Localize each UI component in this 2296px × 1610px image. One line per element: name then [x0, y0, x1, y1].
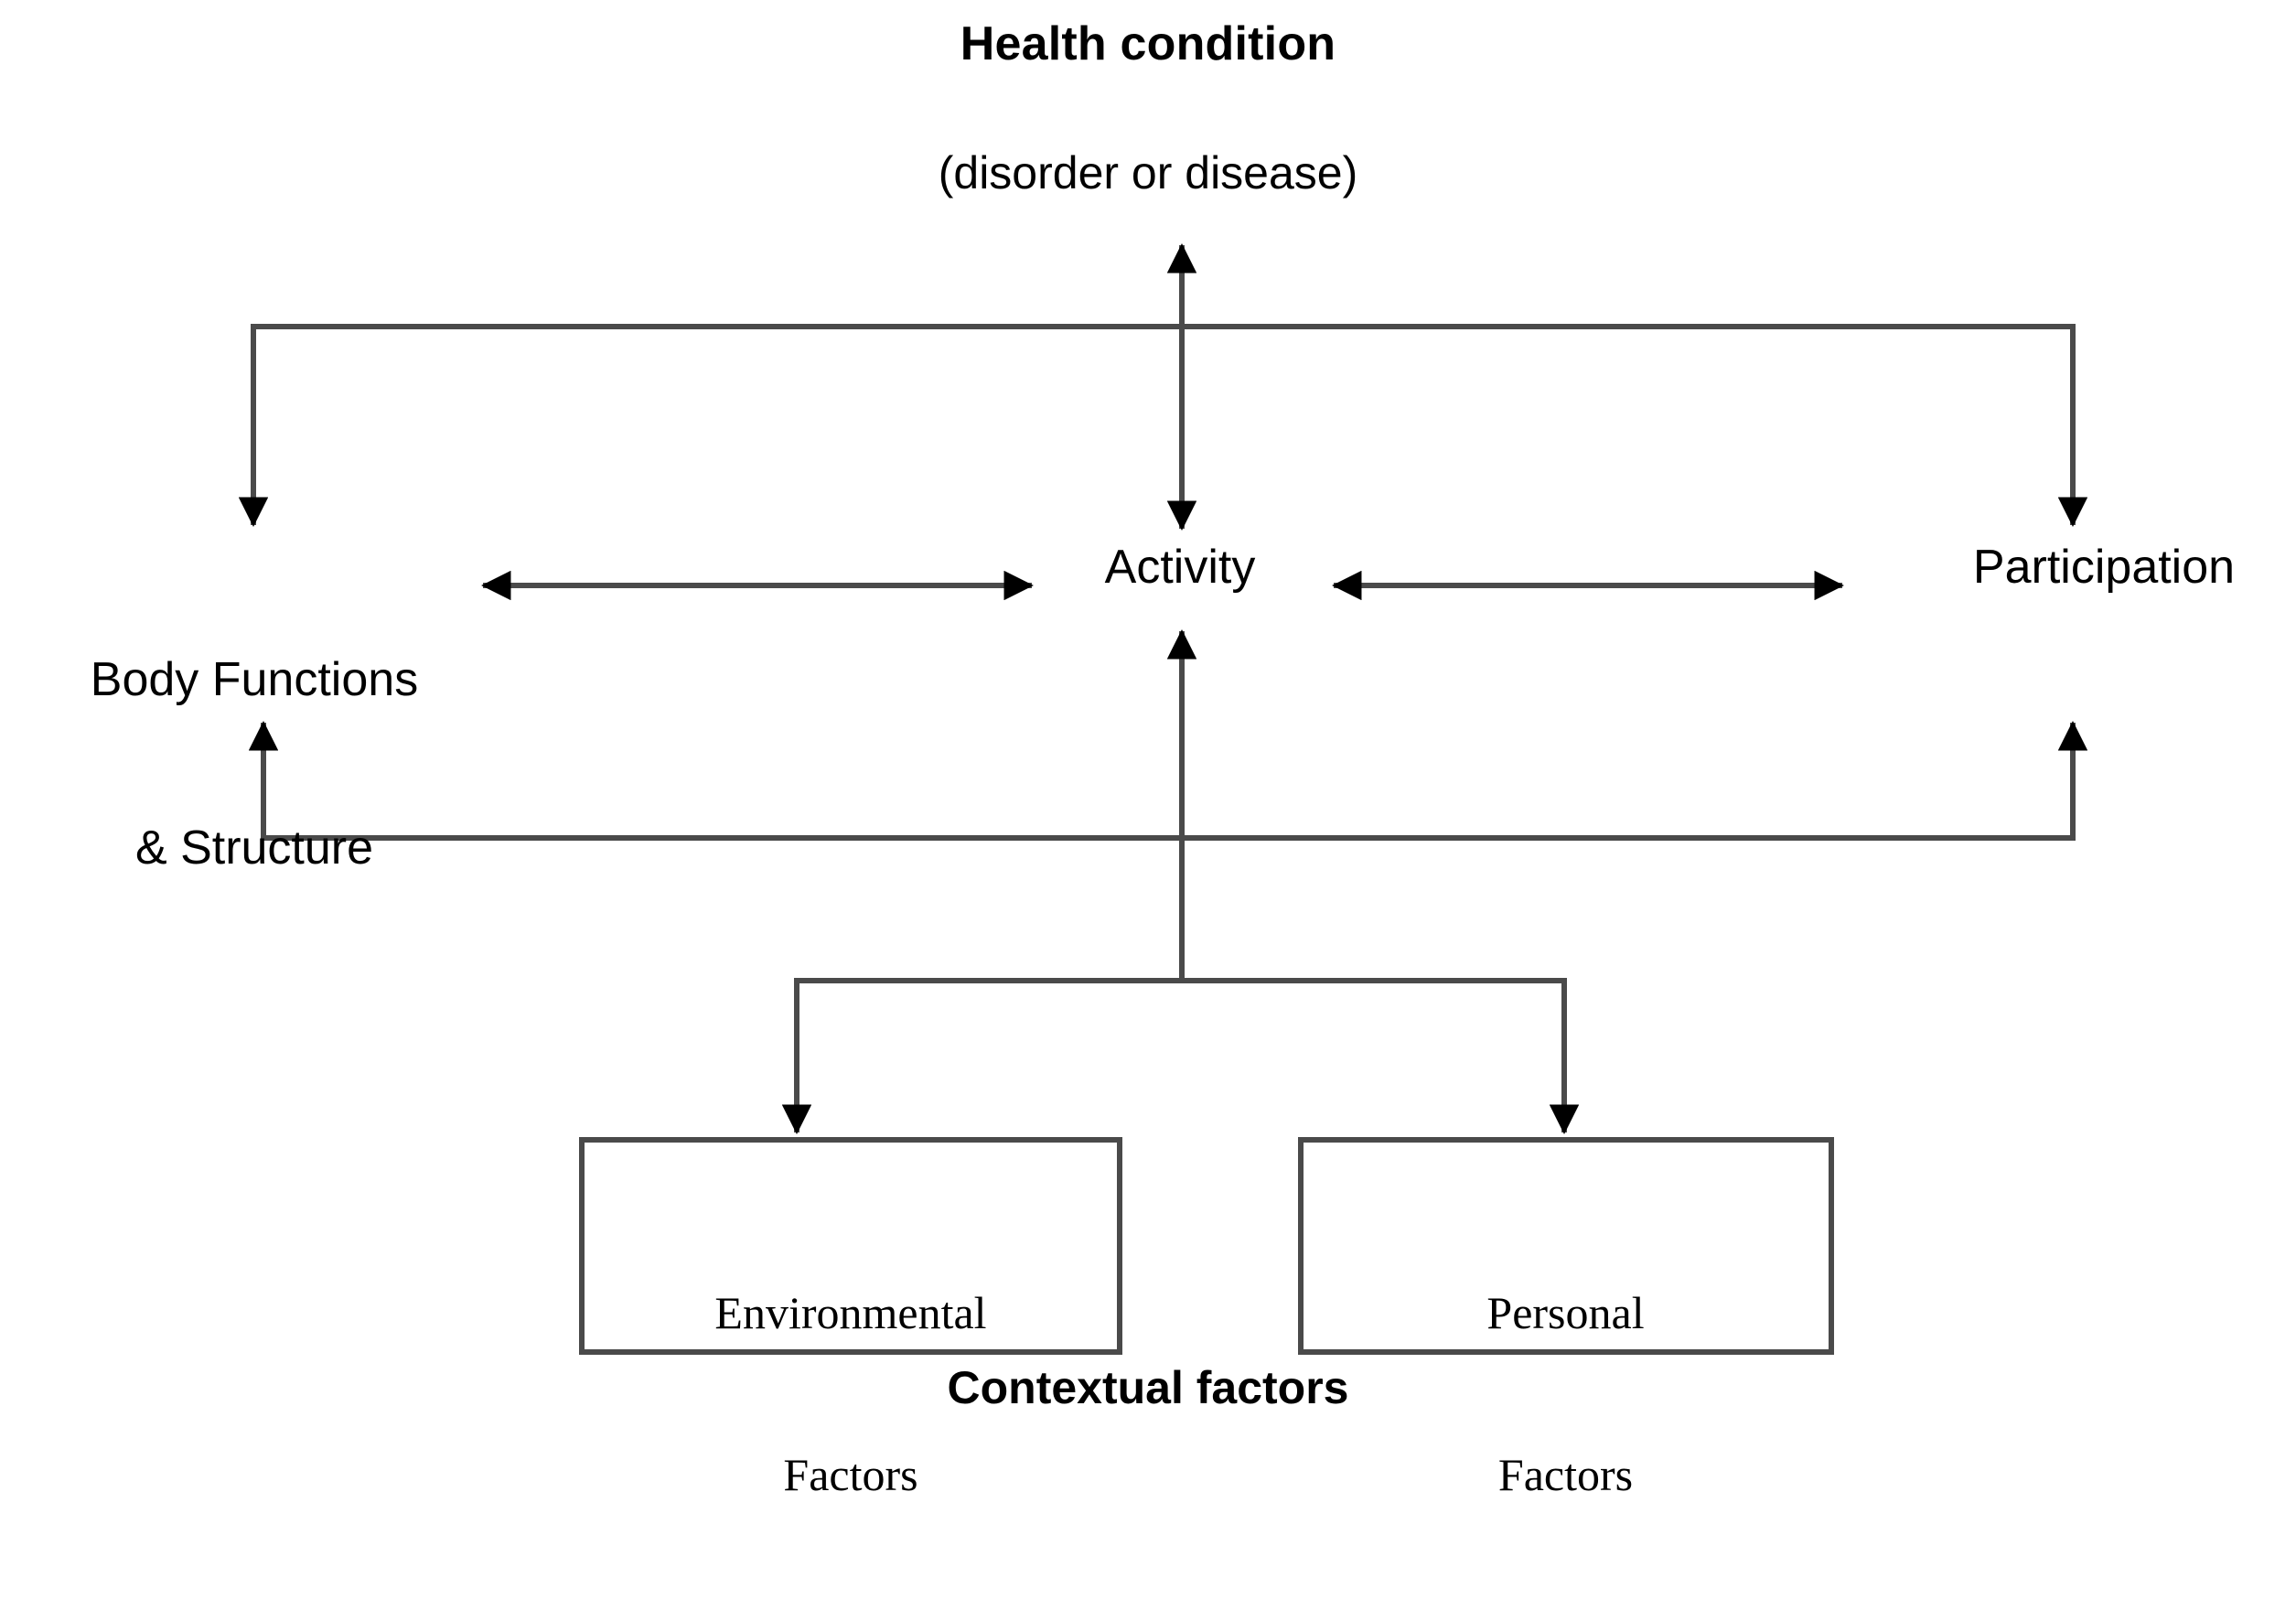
environmental-factors-line-2: Factors — [783, 1449, 918, 1500]
personal-factors-box[interactable] — [1298, 1137, 1834, 1355]
personal-factors-line-2: Factors — [1497, 1449, 1634, 1500]
contextual-factors-caption: Contextual factors — [947, 1362, 1349, 1413]
body-functions-line-1: Body Functions — [90, 652, 419, 706]
personal-factors-line-1: Personal — [1486, 1287, 1645, 1338]
environmental-factors-line-1: Environmental — [714, 1287, 987, 1338]
connector-contextual-environmental — [781, 978, 1182, 1134]
connector-health-body-functions — [238, 324, 1182, 527]
connector-participation-body-functions — [248, 721, 2088, 841]
health-condition-subtitle: (disorder or disease) — [938, 147, 1358, 199]
icf-diagram: Health condition (disorder or disease) B… — [16, 17, 2236, 1500]
icf-connector-graphics — [238, 243, 2088, 1355]
participation-label: Participation — [1972, 541, 2236, 594]
connector-health-participation — [1182, 324, 2088, 527]
connector-contextual-personal — [1182, 978, 1580, 1134]
body-functions-structure-label: Body Functions & Structure — [16, 540, 492, 989]
environmental-factors-box[interactable] — [579, 1137, 1122, 1355]
body-functions-line-2: & Structure — [134, 821, 374, 875]
activity-label: Activity — [1104, 541, 1256, 594]
health-condition-title: Health condition — [960, 17, 1336, 70]
